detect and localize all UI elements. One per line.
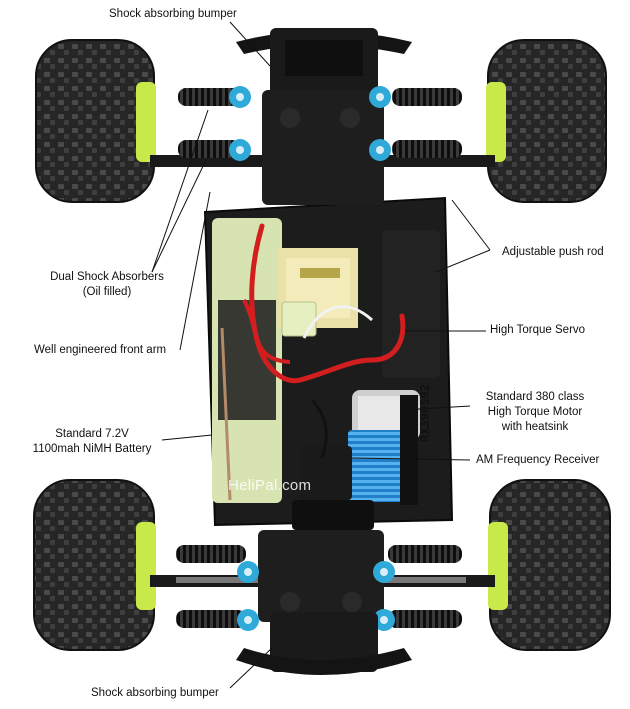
label-dual-shock: Dual Shock Absorbers (Oil filled)	[44, 270, 170, 300]
label-top-bumper: Shock absorbing bumper	[109, 8, 237, 20]
label-battery: Standard 7.2V 1100mah NiMH Battery	[26, 427, 158, 457]
rear-right-tire	[488, 479, 611, 651]
label-front-arm: Well engineered front arm	[34, 344, 167, 356]
steering-servo	[382, 230, 440, 378]
front-dual-shocks	[178, 86, 462, 161]
label-motor-line2: High Torque Motor	[487, 406, 583, 418]
rear-bumper	[236, 612, 412, 675]
front-bumper	[236, 28, 412, 98]
red-wires	[249, 223, 406, 384]
label-push-rod: Adjustable push rod	[502, 246, 604, 258]
label-servo: High Torque Servo	[490, 324, 586, 336]
label-motor: Standard 380 class High Torque Motor wit…	[470, 390, 600, 435]
callout-lines	[151, 21, 491, 689]
watermark: HeliPal.com	[228, 477, 312, 494]
front-right-tire	[486, 39, 607, 203]
receiver	[220, 327, 352, 501]
chassis-marking: RX390592	[418, 384, 432, 442]
label-battery-line2: 1100mah NiMH Battery	[32, 443, 152, 455]
label-battery-line1: Standard 7.2V	[55, 428, 129, 440]
rear-shock-tower	[258, 530, 384, 622]
label-receiver: AM Frequency Receiver	[476, 454, 600, 466]
label-motor-line1: Standard 380 class	[485, 391, 585, 403]
front-shock-tower	[262, 90, 384, 205]
battery-connector	[281, 301, 317, 337]
label-dual-shock-line2: (Oil filled)	[82, 286, 132, 298]
label-bottom-bumper: Shock absorbing bumper	[91, 687, 219, 699]
rear-left-tire	[33, 479, 156, 651]
rear-dual-shocks	[176, 545, 462, 631]
label-motor-line3: with heatsink	[501, 421, 569, 433]
spur-gear	[292, 500, 374, 530]
label-dual-shock-line1: Dual Shock Absorbers	[50, 271, 164, 283]
front-left-tire	[35, 39, 156, 203]
